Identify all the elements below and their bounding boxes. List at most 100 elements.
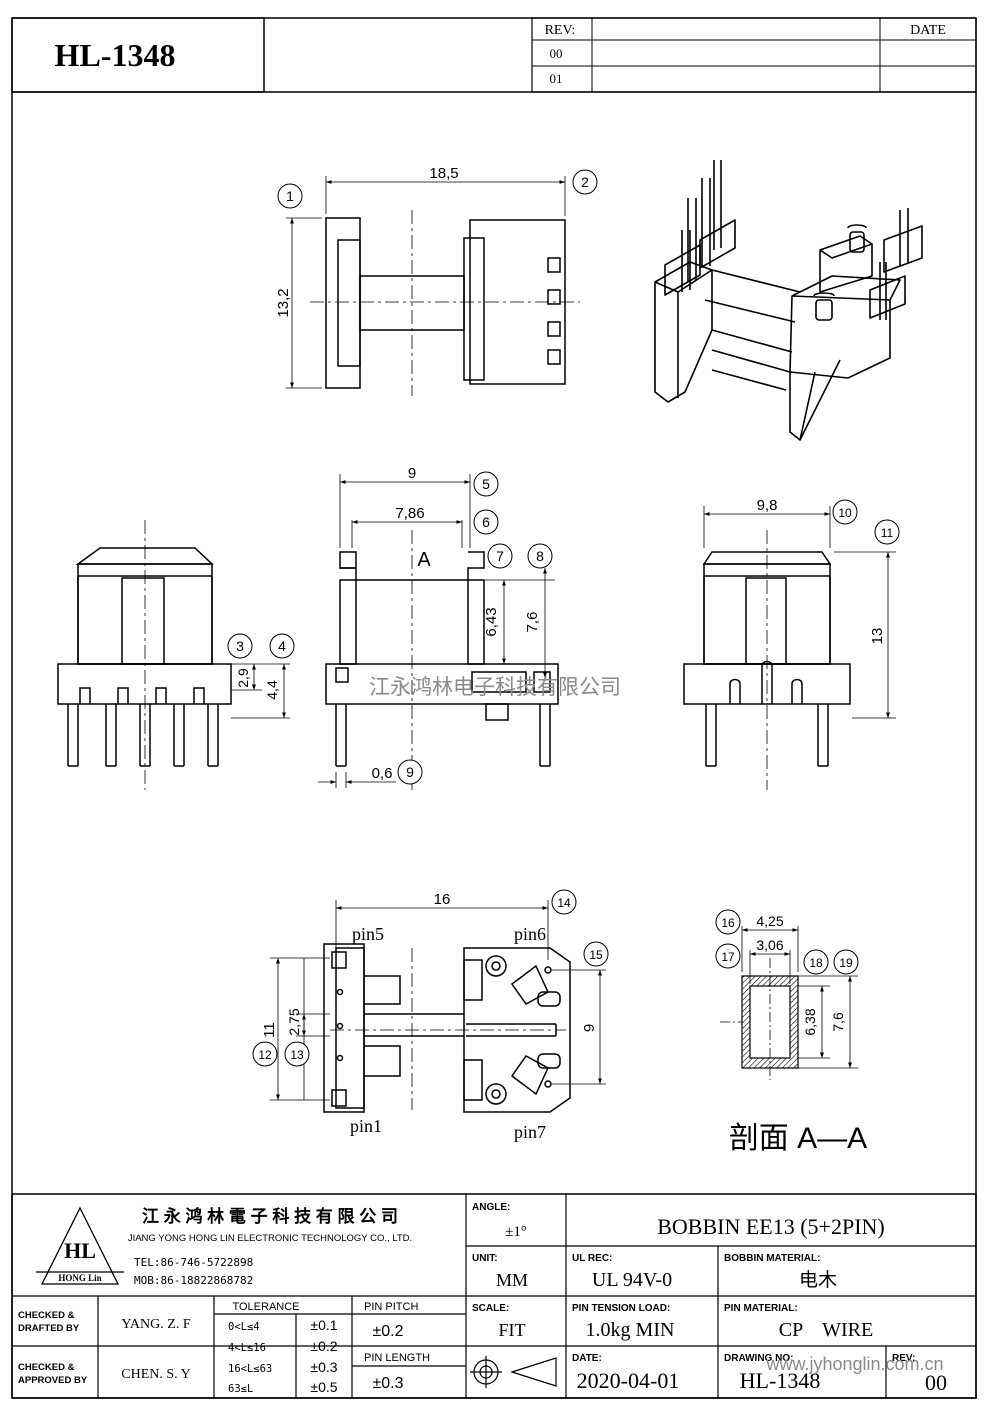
front-view-base (57, 663, 232, 705)
balloon-num-4: 4 (278, 638, 286, 654)
balloon-num-7: 7 (496, 548, 504, 564)
dim-9-bottom: 9 (581, 1024, 598, 1032)
balloon-3 (227, 633, 253, 659)
balloon-4 (269, 633, 295, 659)
company-name-en: JIANG YONG HONG LIN ELECTRONIC TECHNOLOG… (128, 1233, 412, 1244)
angle-label: ANGLE: (472, 1202, 510, 1213)
bobbin-material-label: BOBBIN MATERIAL: (724, 1253, 820, 1264)
drafted-by-value: YANG. Z. F (121, 1317, 190, 1332)
dim-0-6: 0,6 (372, 765, 393, 782)
rev-row-01: 01 (550, 71, 563, 86)
bottom-view (270, 900, 606, 1113)
product-name: BOBBIN EE13 (5+2PIN) (657, 1214, 885, 1239)
tolerance-range-4: 63≤L (228, 1383, 253, 1395)
balloon-num-10: 10 (838, 506, 852, 520)
ul-value: UL 94V-0 (592, 1269, 672, 1291)
dim-18-5: 18,5 (429, 165, 458, 182)
tolerance-value-2: ±0.2 (310, 1338, 337, 1354)
balloon-6 (473, 509, 499, 535)
balloon-numbers: 1 2 3 4 5 6 7 8 9 10 11 12 13 14 15 16 1… (236, 174, 893, 1062)
rev-row-00: 00 (550, 46, 563, 61)
drawing-no-label: DRAWING NO: (724, 1353, 793, 1364)
dim-7-6-section: 7,6 (830, 1012, 846, 1032)
section-caption: 剖面 A—A (729, 1122, 867, 1155)
tolerance-label: TOLERANCE (232, 1301, 299, 1313)
checked-approved-label-line1: CHECKED & (18, 1362, 75, 1373)
dim-13: 13 (869, 628, 886, 645)
rev-label: REV: (545, 23, 576, 38)
balloon-13 (284, 1041, 310, 1067)
balloon-num-9: 9 (406, 764, 414, 780)
dim-2-75: 2,75 (286, 1008, 302, 1035)
balloon-5 (473, 471, 499, 497)
watermark: 江永鸿林电子科技有限公司 (369, 676, 621, 699)
website-watermark: www.jyhonglin.com.cn (765, 1354, 943, 1374)
logo-main-text: HL (64, 1238, 96, 1263)
date-field-label: DATE: (572, 1353, 602, 1364)
bobbin-material-value: 电木 (799, 1269, 837, 1291)
balloon-12 (252, 1041, 278, 1067)
balloon-num-8: 8 (536, 548, 544, 564)
dim-11: 11 (261, 1022, 278, 1038)
checked-drafted-label-line2: DRAFTED BY (18, 1323, 80, 1334)
dim-6-38: 6,38 (802, 1008, 818, 1035)
date-field-value: 2020-04-01 (577, 1368, 680, 1393)
dim-6-43: 6,43 (483, 607, 500, 636)
dim-4-4: 4,4 (264, 680, 280, 700)
pin-pitch-label: PIN PITCH (364, 1301, 418, 1313)
projection-symbol-icon (470, 1356, 557, 1388)
balloon-1 (277, 183, 303, 209)
side-view-right (683, 506, 896, 790)
rev-field-value: 00 (925, 1370, 947, 1395)
rev-field-label: REV: (892, 1353, 915, 1364)
balloon-num-14: 14 (557, 896, 571, 910)
pin-length-label: PIN LENGTH (364, 1352, 430, 1364)
balloon-7 (487, 543, 513, 569)
revision-table (531, 17, 977, 93)
dim-16: 16 (434, 891, 451, 908)
balloon-num-3: 3 (236, 638, 244, 654)
pin5-label: pin5 (352, 924, 384, 944)
balloon-num-15: 15 (589, 948, 603, 962)
balloon-19 (833, 949, 859, 975)
pin1-label: pin1 (350, 1116, 382, 1136)
balloon-10 (832, 499, 858, 525)
balloon-8 (527, 543, 553, 569)
dim-2-9: 2,9 (235, 668, 251, 688)
pin-pitch-value: ±0.2 (372, 1323, 403, 1340)
balloon-num-16: 16 (721, 916, 735, 930)
dim-3-06: 3,06 (756, 937, 783, 953)
pin-tension-label: PIN TENSION LOAD: (572, 1303, 670, 1314)
sheet-border (11, 17, 977, 1399)
isometric-view (654, 160, 923, 441)
front-view-left (57, 520, 290, 790)
title-block-grid (11, 1193, 977, 1399)
scale-label: SCALE: (472, 1303, 509, 1314)
balloon-11 (874, 519, 900, 545)
top-view (286, 176, 580, 396)
balloon-18 (803, 949, 829, 975)
pin6-label: pin6 (514, 924, 546, 944)
pin-tension-value: 1.0kg MIN (586, 1319, 675, 1341)
pin7-label: pin7 (514, 1122, 546, 1142)
tolerance-value-4: ±0.5 (310, 1379, 337, 1395)
checked-drafted-label-line1: CHECKED & (18, 1310, 75, 1321)
balloon-16 (715, 909, 741, 935)
section-view-a-a (720, 926, 858, 1080)
dim-4-25: 4,25 (756, 913, 783, 929)
pin-length-value: ±0.3 (372, 1375, 403, 1392)
title-box: HL-1348 (11, 17, 265, 93)
approved-by-value: CHEN. S. Y (121, 1367, 191, 1382)
balloon-num-12: 12 (258, 1048, 272, 1062)
dim-7-6: 7,6 (524, 612, 541, 633)
balloon-15 (583, 941, 609, 967)
checked-approved-label-line2: APPROVED BY (18, 1375, 88, 1386)
balloon-num-13: 13 (290, 1048, 304, 1062)
angle-value: ±1° (505, 1224, 527, 1240)
dim-9: 9 (408, 465, 416, 482)
balloons (227, 169, 900, 1067)
logo-sub-text: HONG Lin (58, 1273, 101, 1283)
pin-material-value: CP WIRE (779, 1319, 873, 1341)
section-mark-a: A (417, 549, 431, 571)
balloon-num-17: 17 (721, 950, 735, 964)
